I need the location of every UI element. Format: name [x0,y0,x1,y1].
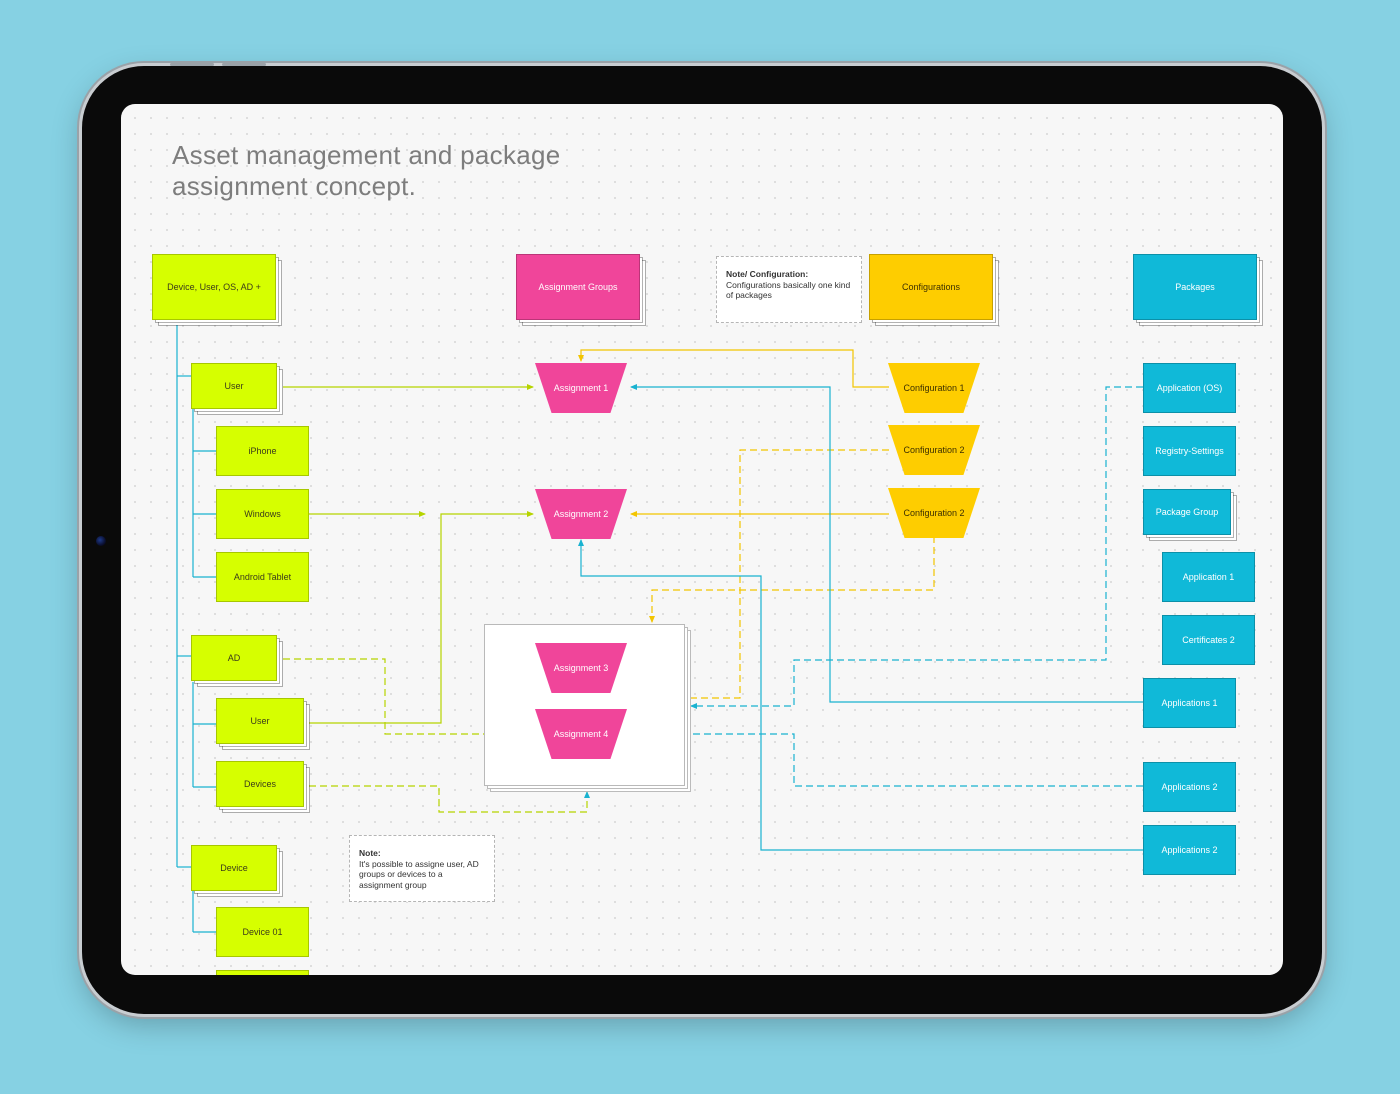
header-assignment-groups-label: Assignment Groups [538,282,618,292]
top-button [222,63,266,66]
package-label: Applications 2 [1161,845,1218,855]
lime-solid-links [283,384,534,724]
package-applications-1[interactable]: Applications 1 [1143,678,1236,728]
note-configuration-body: Configurations basically one kind of pac… [726,279,851,301]
package-group[interactable]: Package Group [1143,489,1231,535]
assignment-3[interactable]: Assignment 3 [535,643,627,693]
package-label: Certificates 2 [1182,635,1235,645]
note-assignment-title: Note: [359,848,381,858]
node-ad-user[interactable]: User [216,698,304,744]
assignment-2[interactable]: Assignment 2 [535,489,627,539]
header-devices[interactable]: Device, User, OS, AD + [152,254,276,320]
node-label: Devices [243,779,276,789]
node-label: User [250,716,270,726]
configuration-2[interactable]: Configuration 2 [888,425,980,475]
yellow-dashed-links [578,449,935,709]
node-label: User [224,381,244,391]
package-label: Application (OS) [1156,383,1223,393]
configuration-label: Configuration 2 [903,508,965,518]
header-packages-label: Packages [1175,282,1215,292]
configuration-3[interactable]: Configuration 2 [888,488,980,538]
header-packages[interactable]: Packages [1133,254,1257,320]
assignment-label: Assignment 2 [553,509,609,519]
assignment-1[interactable]: Assignment 1 [535,363,627,413]
yellow-solid-links [578,349,889,517]
top-button [170,63,214,66]
assignment-label: Assignment 3 [553,663,609,673]
package-certificates-2[interactable]: Certificates 2 [1162,615,1255,665]
header-configurations[interactable]: Configurations [869,254,993,320]
diagram-title: Asset management and package assignment … [172,140,561,201]
cyan-dashed-links [628,386,1143,787]
device-tree-lines [176,322,217,933]
node-label: Windows [244,509,281,519]
node-label: AD [227,653,241,663]
package-label: Applications 2 [1161,782,1218,792]
node-label: Device [220,863,248,873]
package-applications-2-second[interactable]: Applications 2 [1143,825,1236,875]
node-android-tablet[interactable]: Android Tablet [216,552,309,602]
front-camera [96,536,106,546]
assignment-label: Assignment 1 [553,383,609,393]
package-label: Registry-Settings [1155,446,1224,456]
configuration-label: Configuration 1 [903,383,965,393]
node-label: Device 01 [242,927,283,937]
node-iphone[interactable]: iPhone [216,426,309,476]
header-assignment-groups[interactable]: Assignment Groups [516,254,640,320]
package-registry-settings[interactable]: Registry-Settings [1143,426,1236,476]
package-application-os[interactable]: Application (OS) [1143,363,1236,413]
cyan-solid-links [578,384,1143,851]
node-ad[interactable]: AD [191,635,277,681]
package-label: Application 1 [1182,572,1235,582]
configuration-label: Configuration 2 [903,445,965,455]
node-device-partial[interactable] [216,970,309,975]
configuration-1[interactable]: Configuration 1 [888,363,980,413]
note-assignment: Note: It's possible to assigne user, AD … [349,835,495,902]
lime-dashed-links [283,658,590,813]
node-windows[interactable]: Windows [216,489,309,539]
package-application-1[interactable]: Application 1 [1162,552,1255,602]
node-device-01[interactable]: Device 01 [216,907,309,957]
connector-layer [176,322,1143,933]
assignment-label: Assignment 4 [553,729,609,739]
node-user[interactable]: User [191,363,277,409]
assignment-4[interactable]: Assignment 4 [535,709,627,759]
package-applications-2[interactable]: Applications 2 [1143,762,1236,812]
node-label: Android Tablet [233,572,292,582]
node-label: iPhone [248,446,277,456]
note-assignment-body: It's possible to assigne user, AD groups… [359,858,479,890]
note-configuration: Note/ Configuration: Configurations basi… [716,256,862,323]
header-configurations-label: Configurations [901,282,961,292]
package-label: Package Group [1155,507,1219,517]
node-device[interactable]: Device [191,845,277,891]
note-configuration-title: Note/ Configuration: [726,269,809,279]
package-label: Applications 1 [1161,698,1218,708]
diagram-canvas: Asset management and package assignment … [121,104,1283,975]
node-ad-devices[interactable]: Devices [216,761,304,807]
header-devices-label: Device, User, OS, AD + [167,282,261,292]
